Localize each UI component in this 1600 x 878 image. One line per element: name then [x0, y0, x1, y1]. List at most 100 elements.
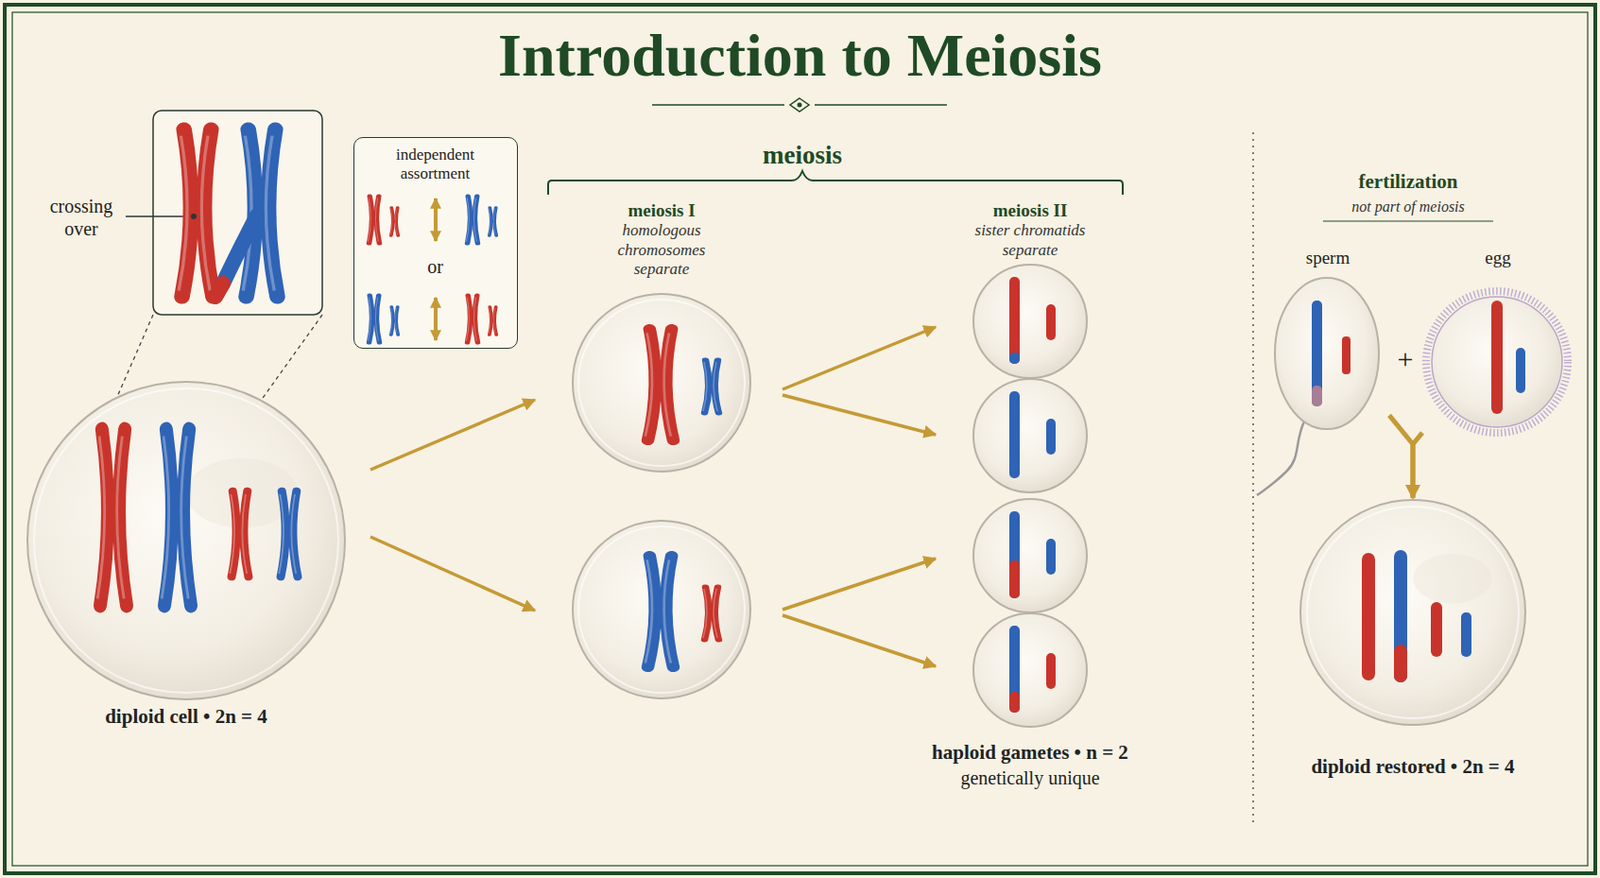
inset-box [106, 314, 154, 421]
fertilization-arrow [1412, 432, 1423, 499]
gamete-cell [973, 264, 1087, 727]
node-text: diploid restored • 2n = 4 [1271, 755, 1555, 779]
meiosis-one-cell [572, 293, 751, 472]
crossing-leader [125, 215, 193, 218]
info-box: independent assortment or [353, 137, 518, 349]
assortment-chromosomes [367, 195, 379, 243]
fertilization-chromatids [1393, 644, 1408, 683]
section-divider [1253, 132, 1494, 827]
process-arrow [370, 399, 535, 470]
title-ornament [652, 98, 947, 112]
crossing-chromosomes [190, 213, 197, 220]
gamete-cell [973, 498, 1087, 613]
gamete-cell [973, 264, 1087, 379]
egg-corona [1426, 291, 1568, 433]
fertilization-chromatids [1311, 300, 1323, 407]
node-text: egg [1422, 247, 1574, 270]
egg-cell: egg [1422, 247, 1574, 435]
meiosis-bracket [548, 171, 1123, 195]
cell-highlight [1307, 506, 1519, 719]
assortment-chromosomes [433, 297, 438, 341]
title-ornament [814, 103, 947, 106]
meiosis-one-cell [572, 520, 751, 699]
diploid-chromosomes [97, 429, 127, 606]
text-label: not part of meiosis [1304, 197, 1513, 217]
cell-membrane [27, 381, 345, 700]
gamete-chromatids [1046, 653, 1056, 689]
title-ornament [652, 103, 785, 106]
node-text: independent assortment [361, 145, 510, 185]
meiosis-bracket [548, 171, 1123, 195]
meiosis-one-chromosomes [703, 360, 720, 413]
meiosis-one-chromosomes [645, 328, 720, 668]
fertilization-arrow [1389, 414, 1413, 499]
gamete-chromatids [1046, 304, 1056, 341]
crossing-chromosomes [178, 129, 213, 297]
inset-box [229, 314, 323, 445]
node-text: or [354, 255, 517, 278]
text-label: meiosis II [935, 199, 1125, 222]
meiosis-one-chromosomes [645, 555, 674, 668]
process-arrow [782, 615, 936, 667]
cell-texture [186, 458, 298, 529]
assortment-chromosomes [390, 206, 398, 236]
assortment-chromosomes [433, 198, 438, 241]
text-label: sister chromatids separate [954, 221, 1106, 260]
gamete-chromatids [1046, 538, 1056, 575]
crossing-chromosomes [223, 215, 258, 284]
sperm-head [1274, 277, 1379, 430]
cell-outline [25, 379, 347, 732]
cell-outline [1422, 247, 1574, 435]
assortment-chromosomes [390, 306, 398, 335]
node-text: sperm [1266, 247, 1390, 270]
gamete-chromatids [1009, 560, 1020, 599]
process-arrow [782, 326, 936, 390]
cell-texture [1412, 553, 1492, 603]
text-label: haploid gametes • n = 2 [878, 740, 1182, 766]
zygote-cell: diploid restored • 2n = 4 [1271, 498, 1555, 787]
diagram-title: Introduction to Meiosis [0, 22, 1600, 89]
fertilization-chromatids [1515, 347, 1526, 394]
cell-outline [1266, 247, 1390, 432]
text-label: crossing over [38, 194, 124, 241]
fertilization-chromatids [1461, 612, 1472, 657]
cell-membrane [1300, 499, 1526, 725]
sperm-cell: sperm [1266, 247, 1390, 432]
crossing-leader [125, 216, 193, 218]
title-ornament [790, 98, 809, 112]
text-label: genetically unique [888, 766, 1172, 790]
text-label: meiosis [707, 139, 897, 172]
text-label: homologous chromosomes separate [600, 221, 723, 280]
gamete-chromatids [1009, 352, 1020, 364]
crossing-chromosomes [215, 283, 224, 297]
text-label: + [1386, 342, 1425, 378]
title-ornament [797, 103, 803, 108]
gamete-chromatids [1009, 625, 1020, 713]
diploid-chromosomes [161, 429, 191, 606]
assortment-chromosomes [367, 195, 497, 343]
page-frame [12, 12, 1588, 866]
process-arrow [782, 395, 936, 435]
meiosis-one-cell [578, 526, 745, 693]
process-arrow [370, 536, 535, 611]
gamete-chromatids [1009, 276, 1056, 713]
process-arrow [782, 558, 936, 610]
page-frame [4, 4, 1596, 874]
gamete-chromatids [1009, 691, 1020, 713]
node-text: diploid cell • 2n = 4 [25, 705, 347, 729]
assortment-chromosomes [465, 195, 478, 243]
diploid-chromosomes [278, 491, 298, 578]
fertilization-chromatids [1311, 300, 1526, 683]
gamete-chromatids [1046, 418, 1056, 455]
assortment-chromosomes [488, 206, 497, 236]
process-arrow [370, 326, 936, 667]
sperm-tail [1256, 421, 1305, 496]
fertilization-chromatids [1491, 300, 1503, 414]
fertilization-chromatids [1393, 550, 1408, 683]
gamete-chromatids [1009, 391, 1020, 479]
diploid-chromosomes [229, 491, 249, 578]
fertilization-chromatids [1311, 385, 1323, 407]
